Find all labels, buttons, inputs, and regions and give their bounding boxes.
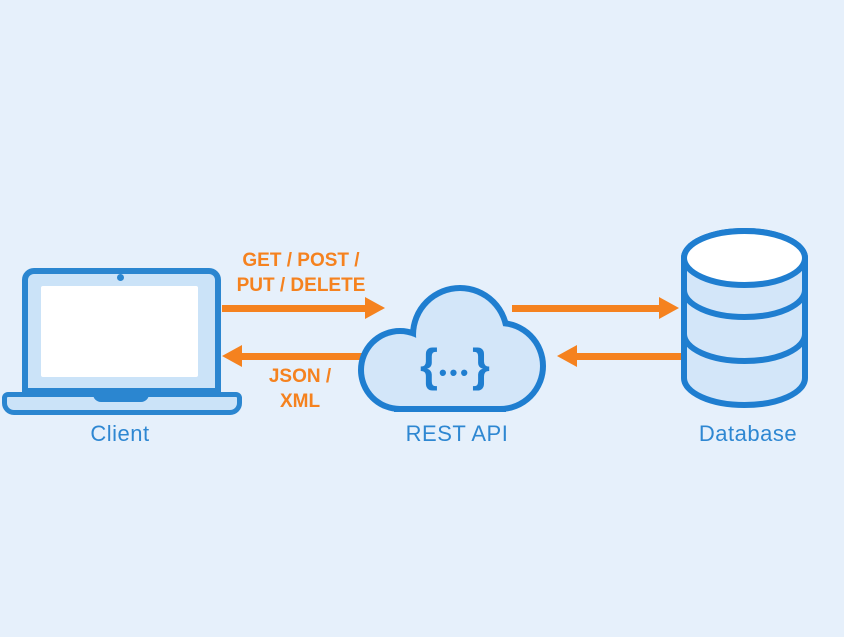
response-arrow-shaft [240,353,385,360]
request-label-line2: PUT / DELETE [236,275,366,296]
database-label: Database [698,421,798,446]
database-disk-divider-1 [681,289,808,320]
laptop-notch [93,392,149,402]
rest-api-label: REST API [405,421,509,446]
db-to-api-arrow [557,345,681,367]
response-label: JSON / XML [200,364,400,414]
response-arrow [222,345,385,367]
ellipsis-dots: ••• [438,360,472,385]
brace-open: { [420,339,438,391]
request-label: GET / POST / PUT / DELETE [201,248,401,298]
api-to-db-arrowhead-icon [659,297,679,319]
database-top [681,228,808,288]
db-to-api-arrow-shaft [575,353,681,360]
request-arrow [222,297,385,319]
response-label-line2: XML [279,391,321,412]
response-label-line1: JSON / [268,366,332,387]
db-to-api-arrowhead-icon [557,345,577,367]
request-label-line1: GET / POST / [242,250,360,271]
request-arrowhead-icon [365,297,385,319]
brace-close: } [472,339,490,391]
laptop-screen [41,286,198,377]
response-arrowhead-icon [222,345,242,367]
api-to-db-arrow-shaft [512,305,661,312]
laptop-webcam-dot [117,274,124,281]
code-braces-icon: { ••• } [405,339,505,391]
api-to-db-arrow [512,297,679,319]
client-label: Client [90,421,150,446]
database-icon [681,228,808,408]
database-disk-divider-2 [681,333,808,364]
request-arrow-shaft [222,305,367,312]
cloud-icon [358,285,546,412]
